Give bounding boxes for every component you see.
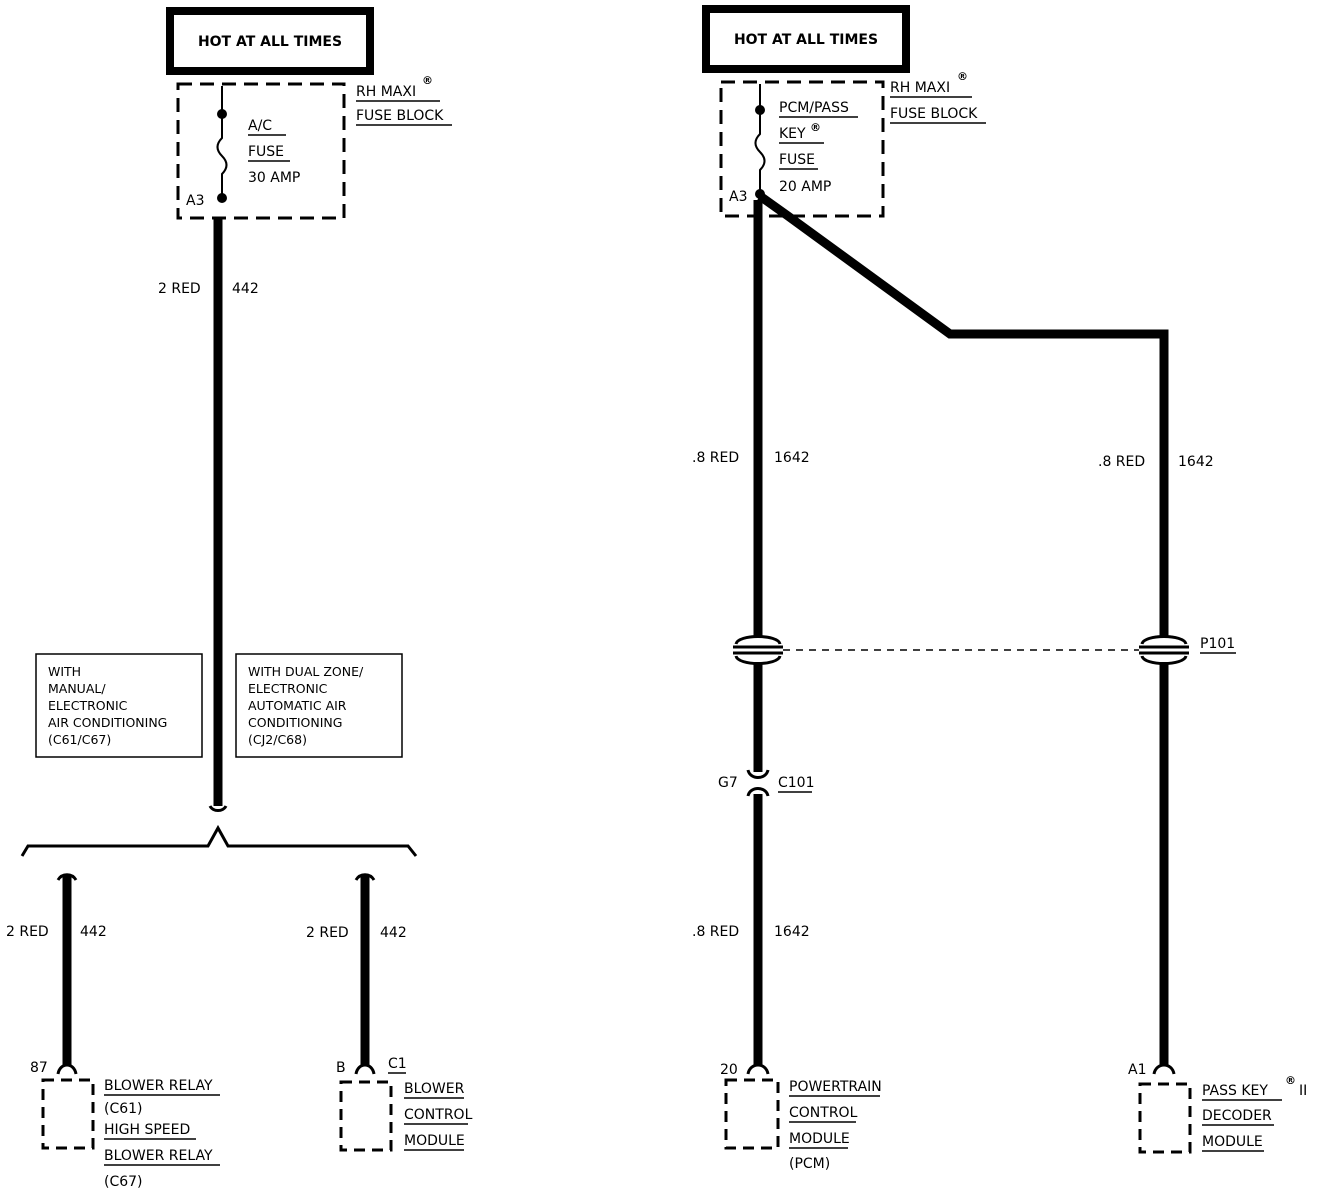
right-fuse-label2-reg: ® (810, 121, 821, 134)
blower-relay-line2: (C61) (104, 1101, 143, 1117)
option-manual-box (35, 653, 203, 758)
left-fuse-dot-bottom (217, 193, 227, 203)
right-pcm-wire-upper-gauge: .8 RED (692, 450, 739, 466)
left-hot-header-text: HOT AT ALL TIMES (198, 34, 342, 50)
pcm-component (724, 1078, 780, 1150)
option-manual-text: WITH MANUAL/ ELECTRONIC AIR CONDITIONING… (48, 664, 171, 747)
decoder-component (1138, 1082, 1192, 1154)
right-pcm-wire-lower-gauge: .8 RED (692, 924, 739, 940)
branch-left-pin: 87 (30, 1060, 48, 1076)
left-hot-header-box (166, 7, 374, 75)
blower-control-module-line1: BLOWER (404, 1081, 465, 1097)
left-main-wire-break (208, 805, 228, 812)
connector-c101-bottom (746, 787, 770, 797)
option-brace (20, 824, 418, 857)
branch-right-pin: B (336, 1060, 346, 1076)
decoder-terminal (1152, 1063, 1176, 1075)
option-dual-line5: (CJ2/C68) (248, 732, 307, 747)
decoder-label-reg: ® (1285, 1074, 1296, 1087)
right-pcm-wire-upper-circuit: 1642 (774, 450, 810, 466)
blower-relay-component (41, 1078, 95, 1150)
left-circuit: HOT AT ALL TIMES RH MAXI ® FUSE BLOCK A/… (6, 7, 477, 1190)
left-fuse-label1: A/C (248, 118, 272, 134)
blower-relay-line3: HIGH SPEED (104, 1122, 190, 1138)
option-dual-line3: AUTOMATIC AIR (248, 698, 347, 713)
right-decoder-wire-gauge: .8 RED (1098, 454, 1145, 470)
blower-control-module-line2: CONTROL (404, 1107, 473, 1123)
branch-left-circuit: 442 (80, 924, 107, 940)
option-dual-line4: CONDITIONING (248, 715, 342, 730)
right-fuse-block-name1: RH MAXI (890, 80, 950, 96)
pcm-pin: 20 (720, 1062, 738, 1078)
pcm-line2: CONTROL (789, 1105, 858, 1121)
blower-control-module-component (339, 1080, 393, 1152)
pcm-label: POWERTRAIN CONTROL MODULE (PCM) (789, 1079, 886, 1172)
passthrough-grommet-left (733, 635, 783, 665)
right-decoder-wire-upper (757, 192, 1169, 636)
right-fuse-block-name2: FUSE BLOCK (890, 106, 978, 122)
blower-relay-line4: BLOWER RELAY (104, 1148, 213, 1164)
decoder-label-line3: MODULE (1202, 1134, 1263, 1150)
passthrough-label: P101 (1200, 636, 1235, 652)
branch-right-circuit: 442 (380, 925, 407, 941)
branch-left-wire-break (56, 873, 78, 881)
right-circuit: HOT AT ALL TIMES RH MAXI ® FUSE BLOCK PC… (692, 5, 1307, 1172)
option-manual-line1: WITH (48, 664, 81, 679)
left-fuse-block-reg: ® (422, 74, 433, 87)
pcm-line3: MODULE (789, 1131, 850, 1147)
right-fuse-rating: 20 AMP (779, 179, 831, 195)
blower-control-module-line3: MODULE (404, 1133, 465, 1149)
option-manual-line3: ELECTRONIC (48, 698, 128, 713)
option-manual-line4: AIR CONDITIONING (48, 715, 167, 730)
branch-right-connector: C1 (388, 1056, 407, 1072)
right-fuse-label1: PCM/PASS (779, 100, 849, 116)
left-fuse-rating: 30 AMP (248, 170, 300, 186)
decoder-pin: A1 (1128, 1062, 1146, 1078)
right-fuse-label2: KEY (779, 126, 806, 142)
option-dual-line1: WITH DUAL ZONE/ (248, 664, 364, 679)
branch-right-gauge: 2 RED (306, 925, 349, 941)
pcm-line1: POWERTRAIN (789, 1079, 882, 1095)
right-decoder-wire-circuit: 1642 (1178, 454, 1214, 470)
decoder-label-line1: PASS KEY (1202, 1083, 1268, 1099)
right-fuse-block-outline (719, 80, 885, 218)
option-dual-box (235, 653, 403, 758)
decoder-label-suffix: II (1299, 1083, 1307, 1099)
option-manual-line5: (C61/C67) (48, 732, 111, 747)
pcm-terminal (746, 1063, 770, 1075)
right-fuse-block-reg: ® (957, 70, 968, 83)
left-fuse-block-name1: RH MAXI (356, 84, 416, 100)
passthrough-grommet-right (1139, 635, 1189, 665)
option-dual-text: WITH DUAL ZONE/ ELECTRONIC AUTOMATIC AIR… (248, 664, 367, 747)
right-fuse-terminal: A3 (729, 189, 747, 205)
decoder-label-line2: DECODER (1202, 1108, 1272, 1124)
left-main-wire-circuit: 442 (232, 281, 259, 297)
right-fuse-label3: FUSE (779, 152, 815, 168)
branch-left-gauge: 2 RED (6, 924, 49, 940)
right-pcm-wire-lower-circuit: 1642 (774, 924, 810, 940)
left-fuse-label2: FUSE (248, 144, 284, 160)
branch-left-terminal (56, 1063, 78, 1075)
right-hot-header-box (702, 5, 910, 73)
option-dual-line2: ELECTRONIC (248, 681, 328, 696)
left-fuse-terminal: A3 (186, 193, 204, 209)
blower-relay-line1: BLOWER RELAY (104, 1078, 213, 1094)
connector-c101-pin: G7 (718, 775, 738, 791)
blower-control-module-label: BLOWER CONTROL MODULE (404, 1081, 477, 1149)
left-main-wire-gauge: 2 RED (158, 281, 201, 297)
blower-relay-label: BLOWER RELAY (C61) HIGH SPEED BLOWER REL… (104, 1078, 217, 1190)
branch-right-wire-break (354, 873, 376, 881)
option-manual-line2: MANUAL/ (48, 681, 106, 696)
connector-c101-top (746, 769, 770, 779)
left-fuse-block-outline (176, 82, 346, 220)
right-fuse-element (754, 110, 766, 194)
left-fuse-element (216, 114, 228, 198)
left-fuse-block-name2: FUSE BLOCK (356, 108, 444, 124)
connector-c101-name: C101 (778, 775, 815, 791)
branch-right-terminal (354, 1063, 376, 1075)
blower-relay-line5: (C67) (104, 1174, 143, 1190)
right-hot-header-text: HOT AT ALL TIMES (734, 32, 878, 48)
pcm-line4: (PCM) (789, 1156, 830, 1172)
